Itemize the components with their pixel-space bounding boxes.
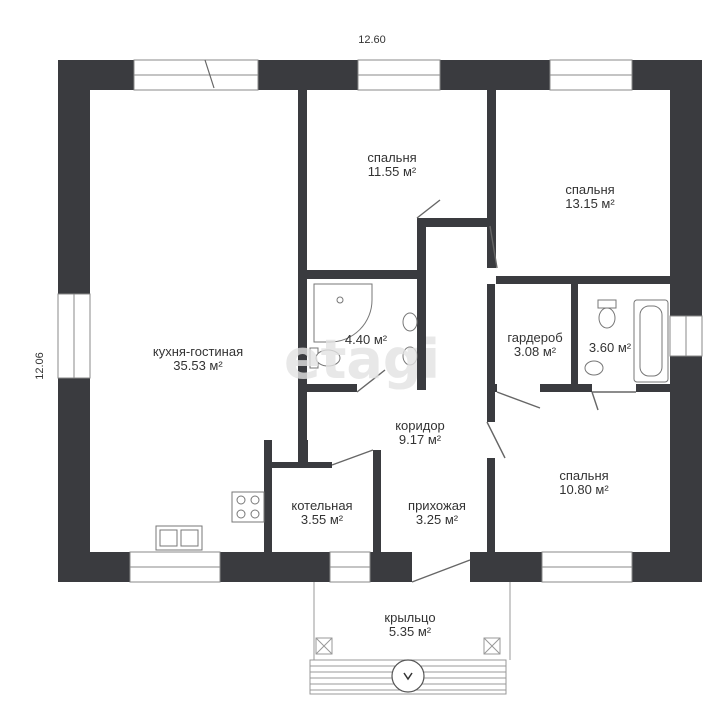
room-area: 5.35 м² xyxy=(389,624,432,639)
room-area: 3.25 м² xyxy=(416,512,459,527)
room-area: 35.53 м² xyxy=(173,358,223,373)
balcony-door xyxy=(204,59,215,89)
kitchen-fixtures xyxy=(155,491,265,551)
room-area: 3.55 м² xyxy=(301,512,344,527)
bathroom1-fixtures xyxy=(309,283,418,369)
room-name: коридор xyxy=(395,418,445,433)
room-labels: кухня-гостиная 35.53 м² спальня 11.55 м²… xyxy=(153,150,632,639)
room-name: котельная xyxy=(291,498,352,513)
room-name: спальня xyxy=(559,468,608,483)
room-name: спальня xyxy=(367,150,416,165)
room-name: крыльцо xyxy=(384,610,435,625)
interior-doors xyxy=(331,199,636,583)
room-area: 13.15 м² xyxy=(565,196,615,211)
room-area: 3.08 м² xyxy=(514,344,557,359)
outer-walls xyxy=(58,60,702,582)
room-name: гардероб xyxy=(507,330,562,345)
interior-walls xyxy=(264,90,670,552)
room-area: 10.80 м² xyxy=(559,482,609,497)
height-dimension: 12.06 xyxy=(34,352,46,380)
room-name: кухня-гостиная xyxy=(153,344,243,359)
room-name: прихожая xyxy=(408,498,466,513)
stairs-arrow-icon xyxy=(391,659,425,693)
width-dimension: 12.60 xyxy=(358,34,386,46)
room-area: 9.17 м² xyxy=(399,432,442,447)
room-area: 11.55 м² xyxy=(368,164,417,179)
bathroom2-fixtures xyxy=(584,299,669,383)
windows xyxy=(57,59,703,583)
watermark-logo: etagi xyxy=(284,328,440,391)
room-area: 4.40 м² xyxy=(345,332,388,347)
room-area: 3.60 м² xyxy=(589,340,632,355)
room-name: спальня xyxy=(565,182,614,197)
